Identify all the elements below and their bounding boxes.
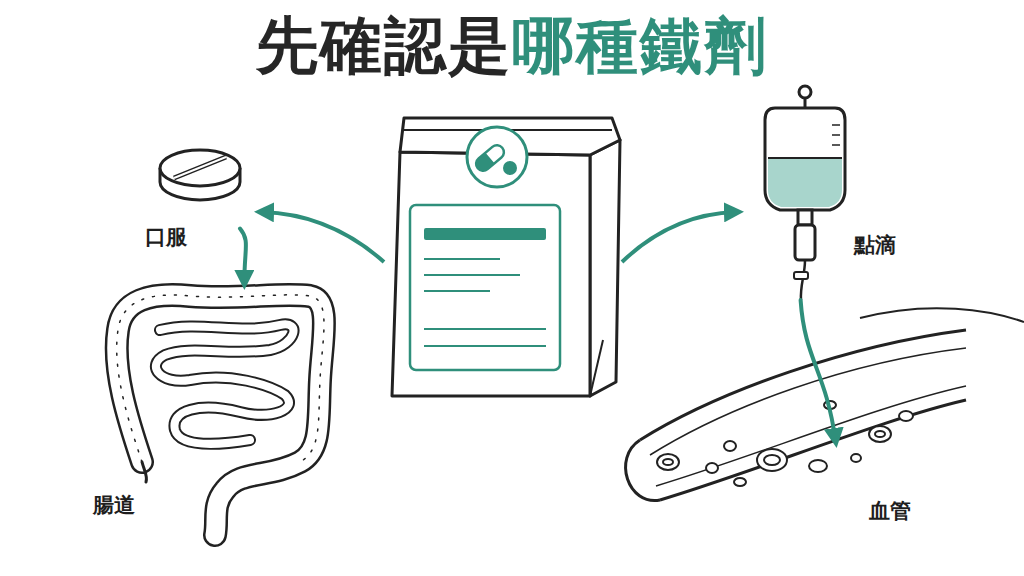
iv-drip-illustration: [765, 86, 845, 300]
blood-cell: [706, 463, 718, 473]
node-label: 血管: [869, 500, 911, 523]
capsule-half: [473, 153, 494, 174]
label-line: [424, 345, 546, 347]
illustration-node: 口服: [138, 140, 240, 255]
iv-liquid: [768, 158, 842, 207]
badge-circle: [467, 127, 527, 187]
small-intestine-outline: [156, 324, 294, 443]
pill-illustration: [160, 150, 240, 200]
small-intestine-fill: [156, 324, 294, 443]
colon-haustra: [117, 295, 324, 462]
label-line: [424, 274, 520, 276]
blood-cell: [724, 441, 736, 451]
scale-tick: [832, 144, 840, 146]
iv-bag: [765, 108, 845, 210]
label-line: [424, 328, 546, 330]
blood-cell: [809, 460, 827, 472]
tube-clamp: [794, 272, 808, 279]
label-lines: [424, 259, 546, 346]
blood-cell: [899, 411, 913, 421]
iv-liquid-level: [768, 157, 842, 159]
iv-hook: [799, 86, 811, 98]
medicine-bag: [392, 118, 620, 396]
tablet-icon: [503, 161, 517, 175]
vessel-wall: [660, 400, 966, 500]
flow-arrow: [240, 229, 246, 282]
capsule-outline: [473, 142, 507, 173]
blood-cells: [657, 401, 913, 486]
pill-top: [160, 150, 240, 186]
blood-cell-center: [875, 431, 885, 437]
scale-tick: [832, 134, 840, 136]
illustration-node: 腸道: [90, 282, 335, 537]
blood-cell-center: [764, 455, 780, 465]
node-label: 口服: [145, 226, 187, 249]
branch-arrow: [622, 212, 736, 262]
vessel-wall-inner: [656, 386, 966, 486]
bag-fold: [590, 340, 603, 396]
blood-cell-center: [663, 459, 673, 465]
bag-front: [392, 152, 590, 396]
colon-outline: [117, 295, 324, 535]
capsule-badge: [467, 127, 527, 187]
title-bar: 先確認是哪種鐵劑: [0, 12, 1024, 80]
scale-tick: [832, 124, 840, 126]
prescription-label: [410, 205, 560, 370]
vessel-wall-inner: [650, 348, 966, 455]
illustration-node: 點滴: [760, 88, 900, 300]
blood-cell: [657, 454, 679, 470]
bag-side: [590, 140, 620, 396]
branch-arrow: [262, 212, 384, 262]
blood-cell: [869, 426, 891, 442]
blood-cell: [757, 449, 787, 471]
iv-neck: [798, 210, 812, 225]
intestine-illustration: [117, 295, 324, 535]
vessel-end: [626, 440, 660, 501]
node-label: 點滴: [854, 234, 896, 257]
drip-chamber: [795, 225, 815, 260]
blood-cell: [824, 401, 836, 409]
appendix: [142, 462, 147, 482]
iv-scale: [832, 125, 840, 145]
illustration-node: 血管: [615, 440, 965, 535]
label-bar: [424, 228, 546, 240]
blood-cell: [734, 478, 746, 486]
blood-cell: [851, 454, 861, 462]
label-card: [410, 205, 560, 370]
flow-arrow: [801, 300, 836, 440]
pill-score: [174, 157, 226, 178]
blood-vessel-illustration: [626, 308, 1024, 500]
capsule-icon: [473, 142, 507, 173]
vessel-outer-arc: [860, 308, 1024, 322]
label-line: [424, 258, 500, 260]
colon-fill: [117, 295, 324, 535]
node-label: 腸道: [93, 494, 135, 517]
label-line: [424, 290, 490, 292]
pill-score-gap: [174, 157, 226, 178]
title: 先確認是哪種鐵劑: [256, 12, 768, 80]
